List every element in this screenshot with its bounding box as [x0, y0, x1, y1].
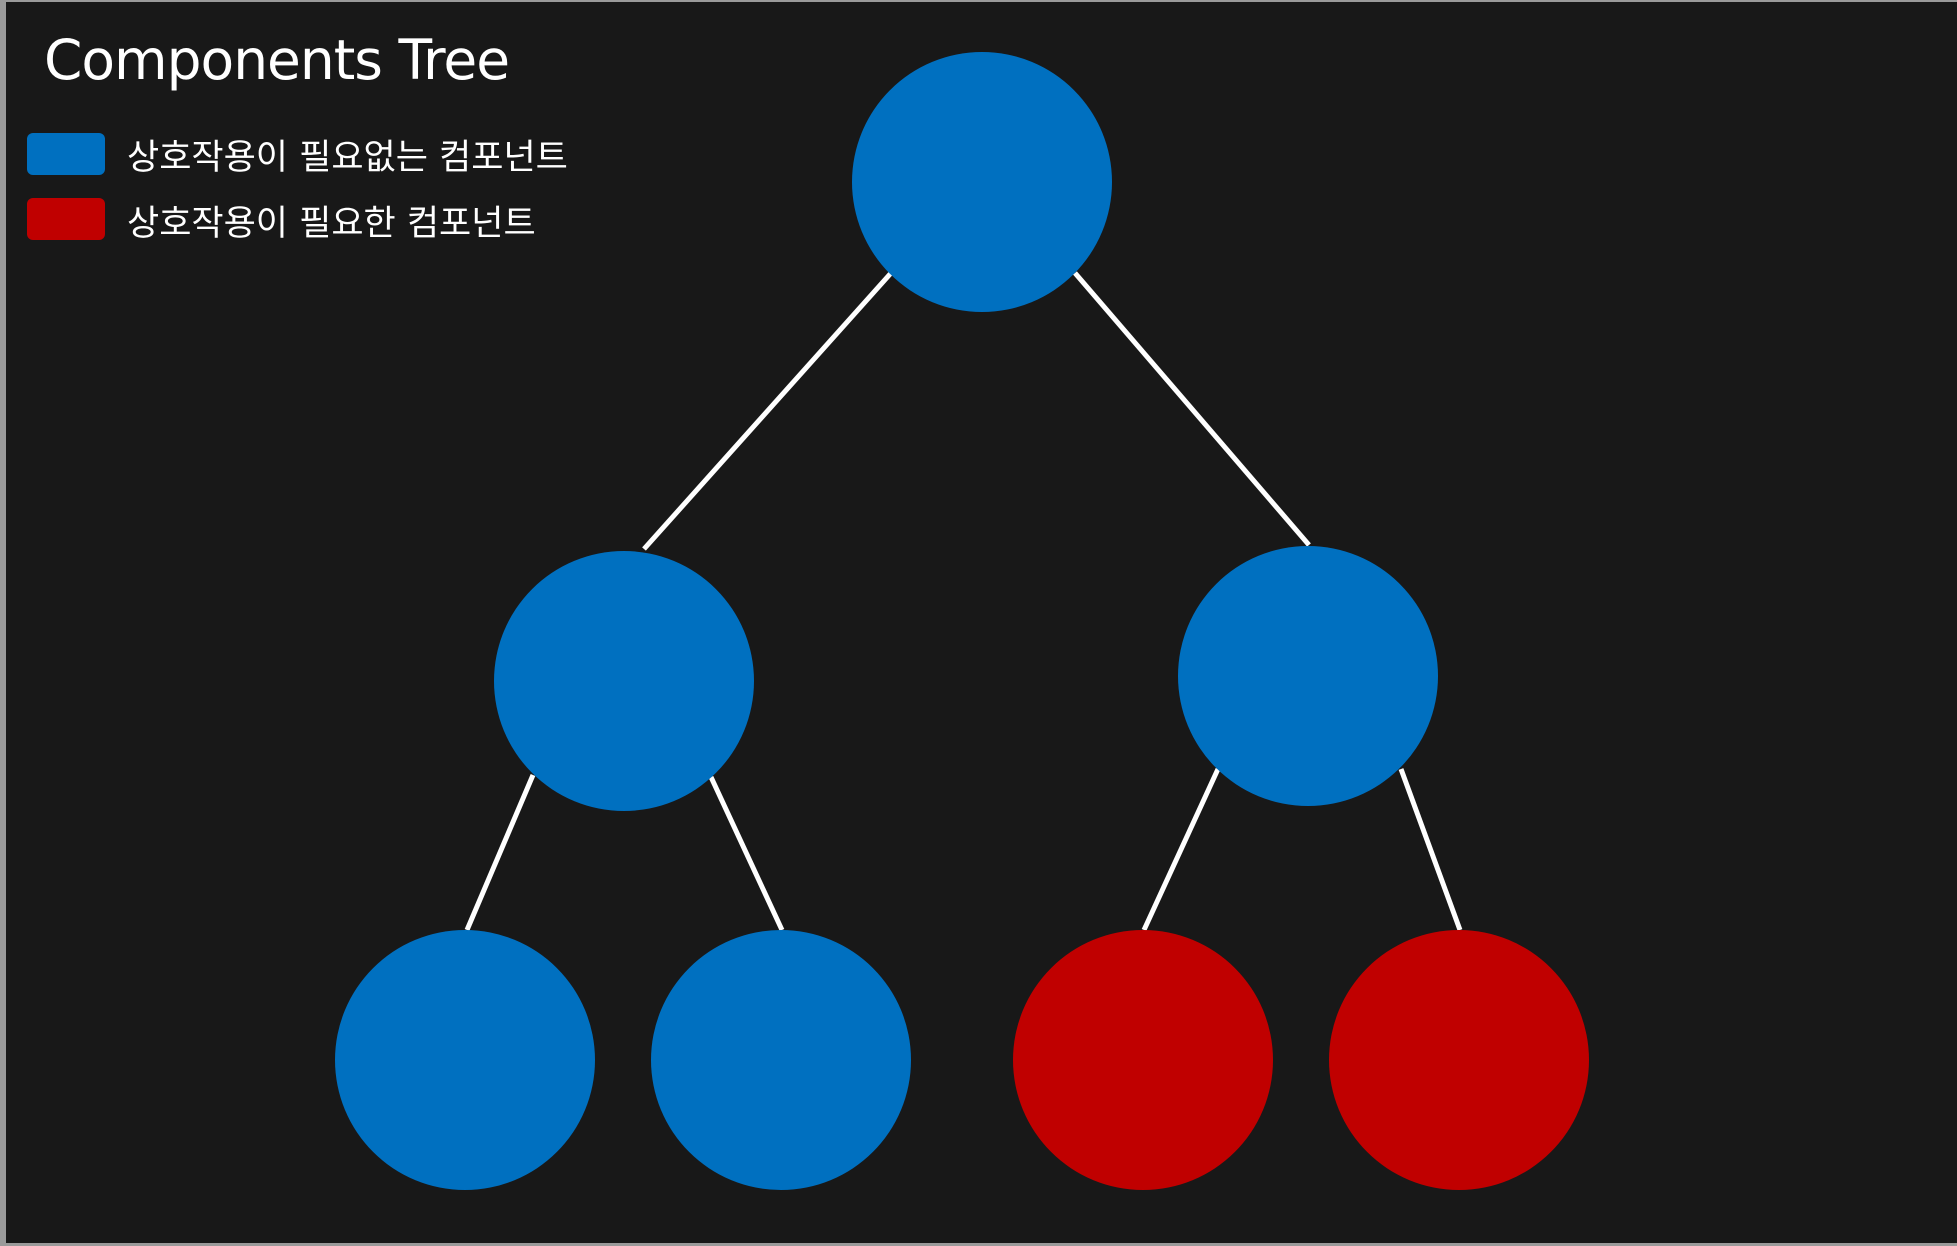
edge-root-right: [1073, 271, 1311, 547]
diagram-title: Components Tree: [44, 28, 510, 92]
edge-root-left: [642, 271, 893, 551]
edge-right-rightright: [1398, 768, 1463, 931]
edge-right-rightleft: [1141, 767, 1221, 932]
legend-label-interactive: 상호작용이 필요한 컴포넌트: [127, 204, 536, 244]
tree-svg: [335, 52, 1589, 1190]
legend-swatch-non-interactive: [27, 133, 105, 175]
node-right-right: [1329, 930, 1589, 1190]
edge-left-leftright: [708, 775, 785, 932]
node-left-left: [335, 930, 595, 1190]
edge-left-leftleft: [464, 774, 536, 931]
node-right: [1178, 546, 1438, 806]
diagram-canvas: Components Tree 상호작용이 필요없는 컴포넌트 상호작용이 필요…: [6, 2, 1957, 1243]
node-left: [494, 551, 754, 811]
legend-swatch-interactive: [27, 198, 105, 240]
node-right-left: [1013, 930, 1273, 1190]
legend-label-non-interactive: 상호작용이 필요없는 컴포넌트: [127, 138, 568, 178]
node-left-right: [651, 930, 911, 1190]
node-root: [852, 52, 1112, 312]
